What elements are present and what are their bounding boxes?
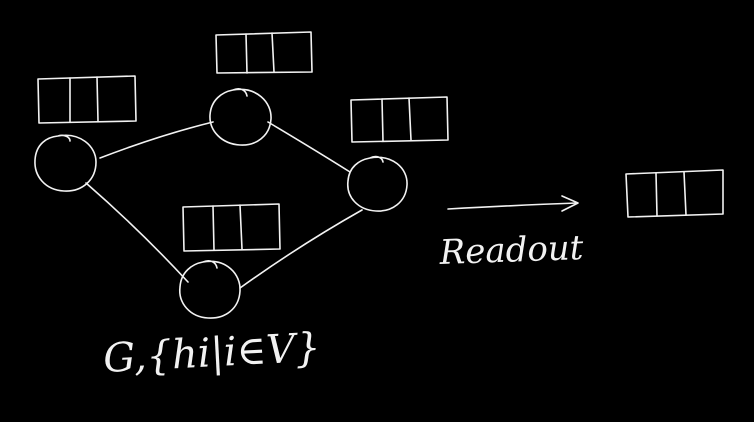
node-circle <box>34 134 97 192</box>
readout-label: Readout <box>438 228 584 273</box>
node-circle <box>179 260 241 319</box>
graph-node-4 <box>179 203 281 319</box>
graph-node-1 <box>34 75 137 192</box>
node-circle <box>347 155 408 212</box>
edge-n4-n1 <box>85 182 189 283</box>
node-feature-vector <box>350 96 449 143</box>
readout-vector <box>625 169 724 218</box>
graph-node-3 <box>347 96 449 212</box>
node-feature-vector <box>215 31 313 74</box>
graph-edges <box>85 121 363 289</box>
node-feature-vector <box>182 203 281 252</box>
graph-node-2 <box>209 31 313 146</box>
node-feature-vector <box>37 75 137 124</box>
edge-n2-n3 <box>267 121 351 173</box>
graph-label: G,{hi|i∈V} <box>102 325 322 382</box>
edge-n3-n4 <box>239 209 363 289</box>
readout-arrow <box>447 195 579 212</box>
node-circle <box>209 88 272 146</box>
edge-n1-n2 <box>99 121 214 159</box>
